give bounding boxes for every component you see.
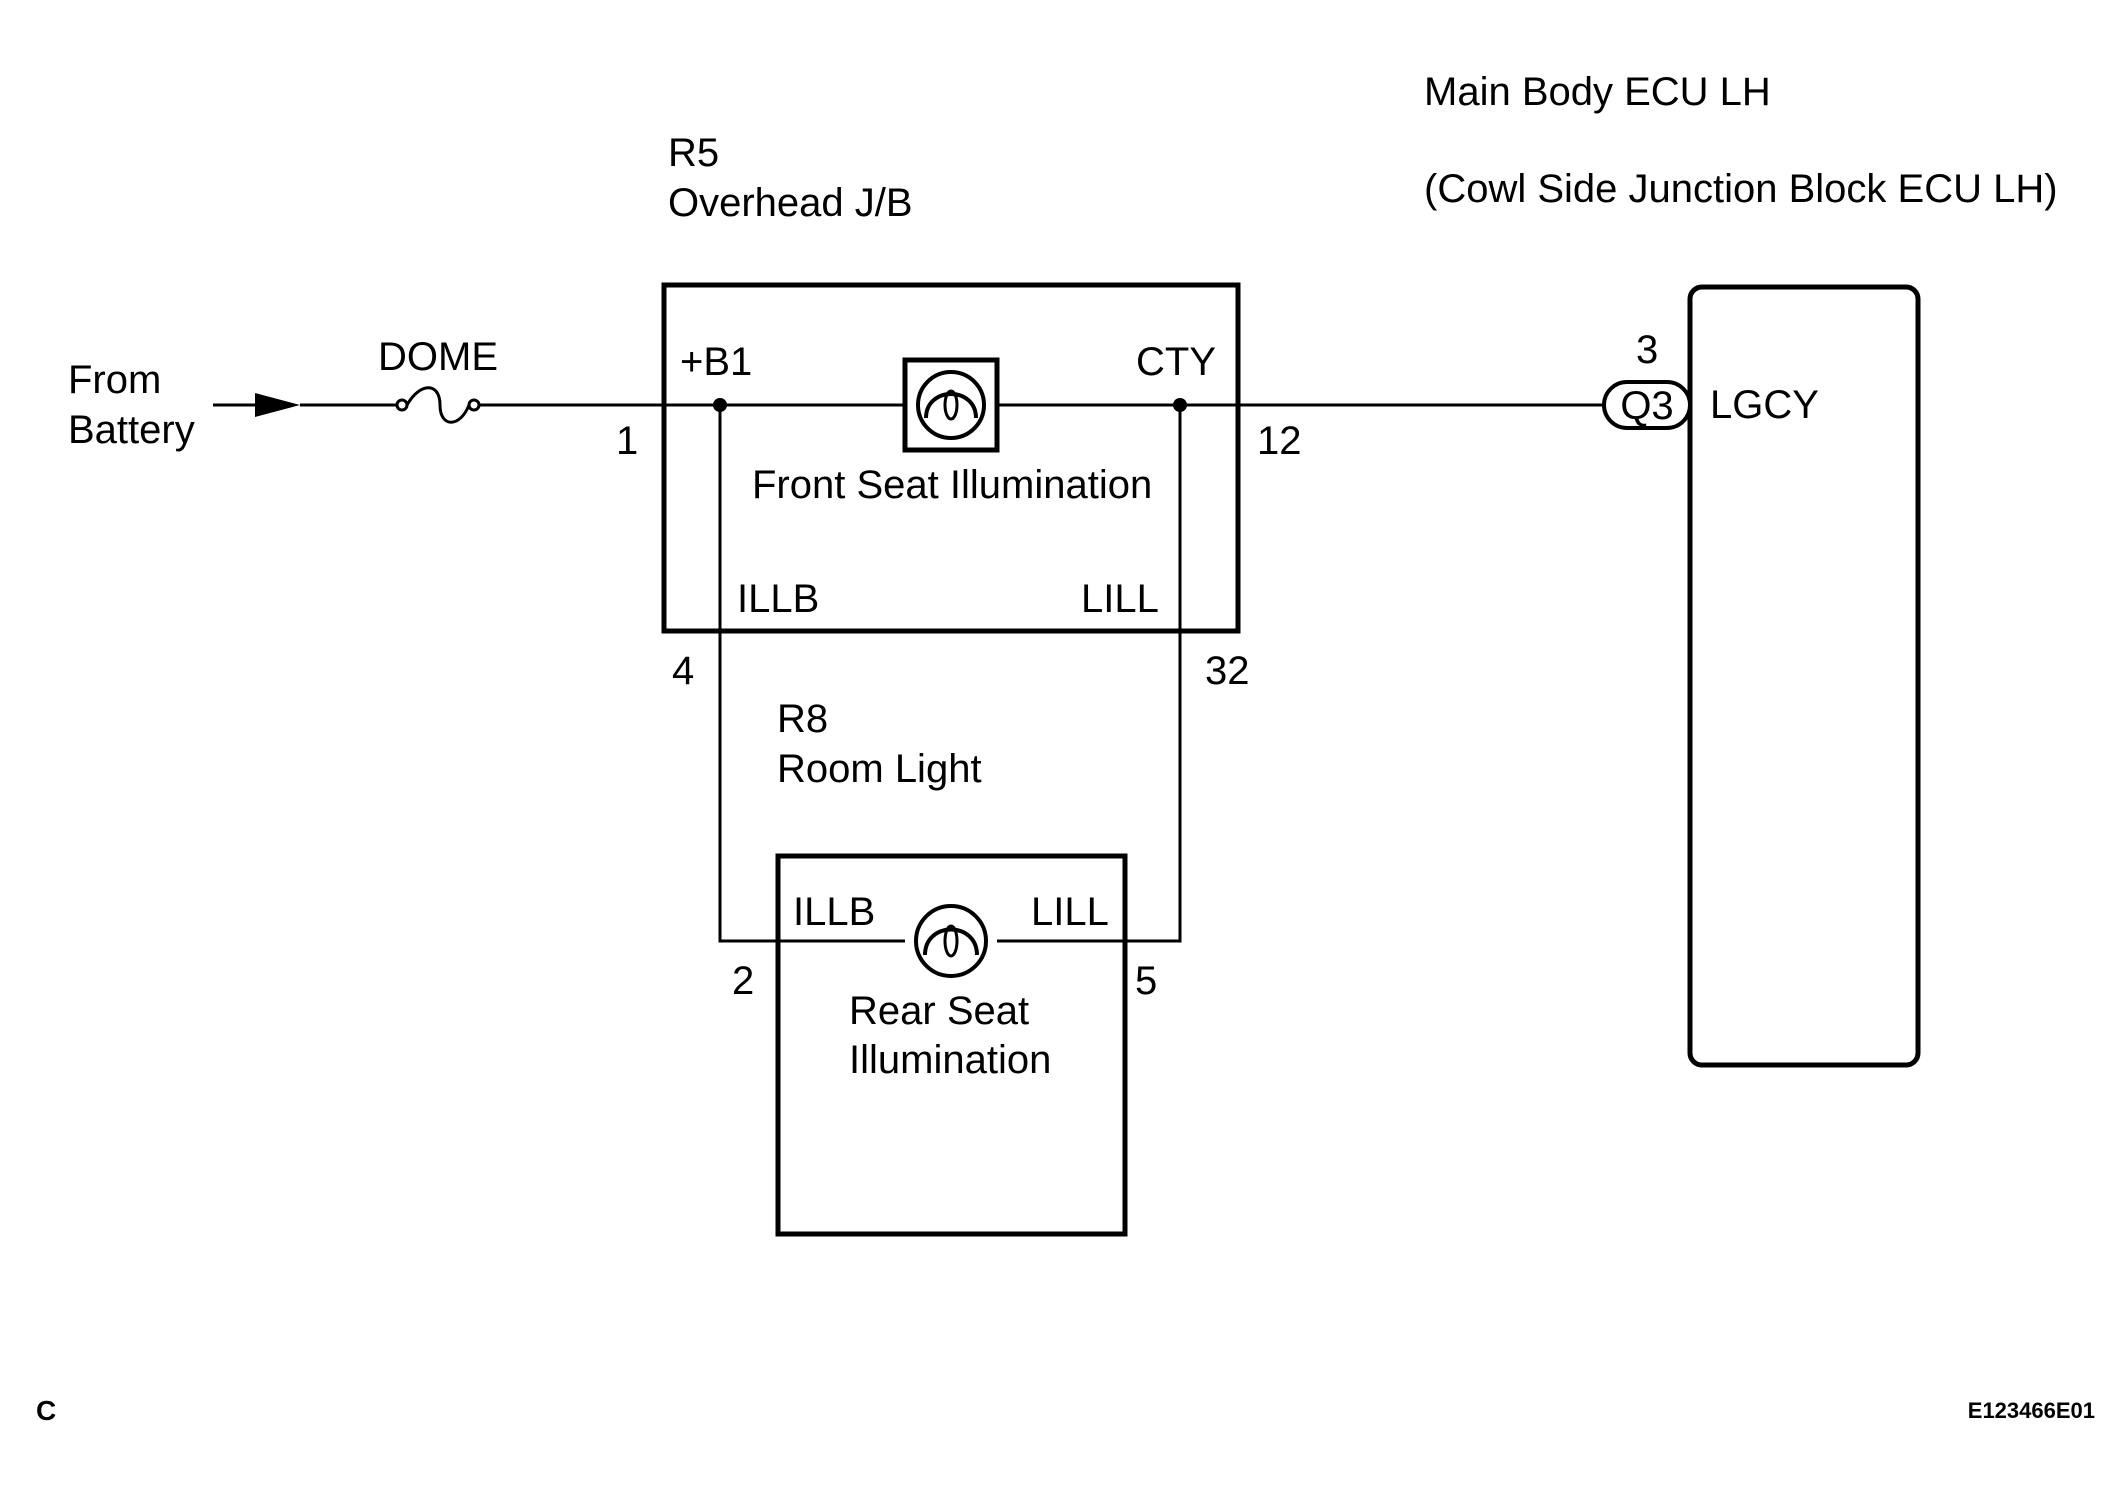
- rear-seat-lamp-icon: [914, 904, 988, 978]
- pin-number: 32: [1205, 649, 1250, 693]
- overhead-jb-code: R5: [668, 131, 719, 175]
- rear-seat-lamp-label-line2: Illumination: [849, 1038, 1051, 1082]
- pin-number: 4: [672, 649, 694, 693]
- overhead-jb-box: [661, 282, 1241, 634]
- pin-number: 3: [1636, 328, 1658, 372]
- fuse-icon: [395, 386, 481, 424]
- battery-feed: [213, 393, 719, 417]
- corner-letter: C: [36, 1395, 56, 1426]
- fuse-label: DOME: [378, 335, 498, 379]
- ecu-name: Main Body ECU LH: [1424, 70, 1771, 114]
- room-light-illb-label: ILLB: [793, 890, 875, 934]
- front-seat-lamp-icon: [902, 357, 1000, 453]
- pin-number: 1: [616, 419, 638, 463]
- pin-number: 2: [732, 959, 754, 1003]
- room-light-code: R8: [777, 697, 828, 741]
- source-label-line1: From: [68, 358, 161, 402]
- terminal-cty-label: CTY: [1136, 340, 1216, 384]
- room-light-box: [775, 853, 1128, 1237]
- room-light-name: Room Light: [777, 747, 982, 791]
- connector-label: Q3: [1620, 384, 1673, 428]
- figure-id: E123466E01: [1968, 1398, 2095, 1423]
- terminal-lill-label: LILL: [1081, 577, 1159, 621]
- pin-number: 5: [1135, 959, 1157, 1003]
- connector-q3: Q3: [1602, 380, 1692, 430]
- ecu-box: [1687, 284, 1921, 1068]
- terminal-b1-label: +B1: [680, 340, 752, 384]
- overhead-jb-name: Overhead J/B: [668, 181, 913, 225]
- pin-number: 12: [1257, 419, 1302, 463]
- ecu-subname: (Cowl Side Junction Block ECU LH): [1424, 167, 2058, 211]
- rear-seat-lamp-label-line1: Rear Seat: [849, 989, 1029, 1033]
- room-light-lill-label: LILL: [1031, 890, 1109, 934]
- ecu-terminal-label: LGCY: [1710, 383, 1819, 427]
- front-seat-lamp-label: Front Seat Illumination: [752, 463, 1152, 507]
- terminal-illb-label: ILLB: [737, 577, 819, 621]
- arrow-icon: [255, 393, 300, 417]
- source-label-line2: Battery: [68, 408, 195, 452]
